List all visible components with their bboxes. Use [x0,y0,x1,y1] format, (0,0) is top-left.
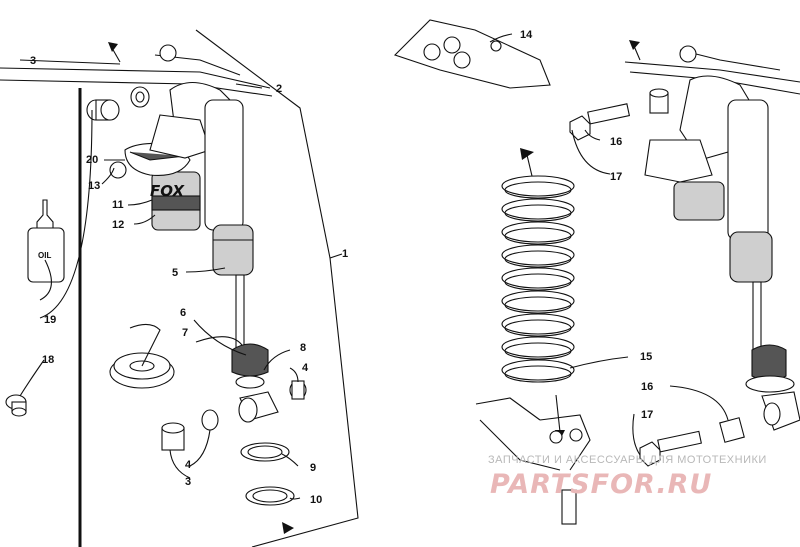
callout-17-bottom: 17 [641,409,653,421]
spring-coil [501,267,575,289]
bolt-17-bottom [639,430,702,467]
spring-coil [501,198,575,220]
callout-13: 13 [88,180,100,192]
mounting-plate [393,19,551,89]
callout-5: 5 [172,267,178,279]
callout-3-top: 3 [30,55,36,67]
spring-coil-inner [504,273,572,291]
spring-coil-inner [504,365,572,383]
callout-17-top: 17 [610,171,622,183]
callout-14: 14 [520,29,533,41]
spring-seat [109,323,175,389]
callout-15: 15 [640,351,652,363]
watermark-logo: PARTSFOR.RU [490,469,712,500]
spring-coil [501,221,575,243]
oil-bottle: OIL [27,199,65,283]
shock-assembly-right [644,75,800,431]
spring-coil-inner [504,250,572,268]
callout-16-top: 16 [610,136,622,148]
callout-6: 6 [180,307,186,319]
lower-a-arm [475,397,591,525]
watermark-tagline: ЗАПЧАСТИ И АКСЕССУАРЫ ДЛЯ МОТОТЕХНИКИ [488,454,767,466]
callout-18: 18 [42,354,54,366]
callout-11: 11 [112,199,124,211]
oil-bottle-label: OIL [38,251,51,260]
spring-coil-inner [504,296,572,314]
callout-7: 7 [182,327,188,339]
callout-4-left: 4 [185,459,192,471]
callout-4-right: 4 [302,362,309,374]
spring-coil [501,244,575,266]
spring-coil-inner [504,342,572,360]
shock-body [149,81,254,351]
o-ring [109,161,127,179]
callout-12: 12 [112,219,124,231]
direction-arrow-top-right [629,40,640,50]
direction-arrow-bottom-left [282,522,294,534]
spring-coil-inner [504,181,572,199]
shock-brand-logo: FOX [150,182,185,200]
callout-3-bottom: 3 [185,476,191,488]
bushing-18 [5,394,27,417]
top-bushing-right [679,45,697,63]
spring-coil-inner [504,319,572,337]
spring-coil [501,336,575,358]
bushing-top-left [86,44,177,121]
callout-2: 2 [276,83,282,95]
spring-coil [501,175,575,197]
callout-20: 20 [86,154,98,166]
lock-nuts [240,442,295,506]
spring-coil [501,290,575,312]
bump-stop [231,343,269,389]
spring-coil-inner [504,227,572,245]
callout-1: 1 [342,248,348,260]
sleeve-16-top [649,88,669,114]
direction-arrow-spring-top [520,148,534,160]
leader-lines [19,33,729,500]
callout-16-bottom: 16 [641,381,653,393]
spring-coil [501,313,575,335]
callout-numbers: 1 2 3 3 4 4 5 6 7 8 9 10 11 12 13 14 15 … [30,29,653,506]
callout-8: 8 [300,342,306,354]
spring-coil-inner [504,204,572,222]
callout-19: 19 [44,314,56,326]
coil-spring [501,175,575,383]
direction-arrow-top-left [108,42,118,52]
lower-eyelet [161,380,307,451]
callout-10: 10 [310,494,322,506]
callout-9: 9 [310,462,316,474]
sleeve-16-bottom [719,417,745,443]
bolt-17-top [569,103,631,141]
spring-coil [501,359,575,381]
